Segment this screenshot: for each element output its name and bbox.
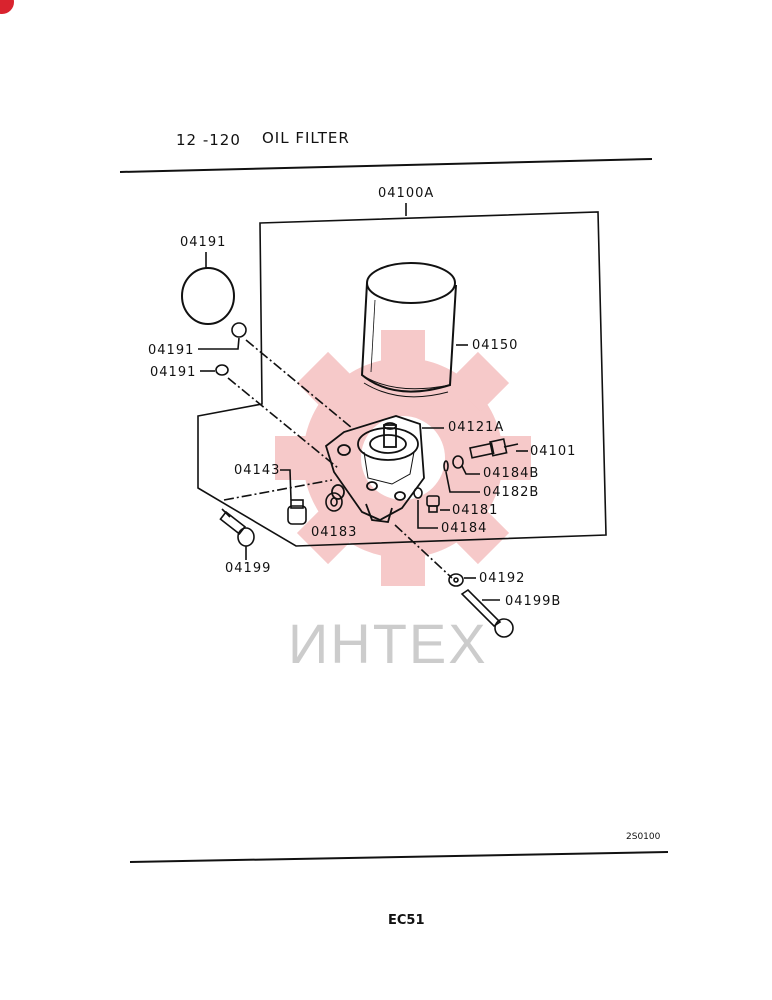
gasket-a-leader — [461, 465, 480, 475]
bolt-right — [460, 588, 514, 638]
nut — [325, 492, 343, 512]
filter-cartridge — [360, 262, 457, 398]
label-gasket-b: 04182B — [483, 485, 540, 500]
label-assembly: 04100A — [378, 186, 435, 201]
label-nut: 04183 — [311, 525, 358, 540]
assembly-boundary — [197, 211, 607, 547]
o-ring-upper-leader — [198, 337, 240, 350]
label-gasket-c: 04184 — [441, 521, 488, 536]
label-head: 04121A — [448, 420, 505, 435]
label-bolt-left: 04199 — [225, 561, 272, 576]
label-plug: 04181 — [452, 503, 499, 518]
label-oring-upper: 04191 — [148, 343, 195, 358]
gasket-c — [413, 487, 423, 499]
gasket-b — [443, 460, 449, 472]
bolt-left — [219, 508, 255, 547]
label-gasket-a: 04184B — [483, 466, 540, 481]
label-bolt-right: 04199B — [505, 594, 562, 609]
label-washer: 04192 — [479, 571, 526, 586]
axis-cartridge — [245, 339, 353, 429]
footer-rule — [129, 851, 669, 863]
page-title: OIL FILTER — [262, 129, 350, 147]
header-rule — [119, 158, 653, 173]
label-large-plug: 04143 — [234, 463, 281, 478]
gasket-c-leader — [417, 500, 438, 529]
axis-plug — [223, 479, 333, 501]
washer-hole — [453, 577, 459, 583]
axis-bolt — [394, 524, 453, 579]
plug — [426, 495, 440, 513]
label-cartridge: 04150 — [472, 338, 519, 353]
washer — [448, 573, 464, 587]
small-o-ring-upper — [231, 322, 247, 338]
gasket-a — [452, 455, 464, 469]
sender-unit — [469, 438, 519, 459]
small-o-ring-lower — [215, 364, 229, 376]
label-sender: 04101 — [530, 444, 577, 459]
watermark-text: ИНТЕХ — [288, 612, 488, 675]
section-number: 12 -120 — [176, 131, 241, 149]
large-o-ring — [181, 267, 235, 325]
page-label: EC51 — [388, 913, 425, 928]
filter-head — [324, 415, 425, 523]
label-oring-large: 04191 — [180, 235, 227, 250]
axis-lower — [227, 377, 339, 469]
diagram-code: 2S0100 — [626, 832, 661, 842]
gasket-b-leader — [445, 471, 480, 493]
large-plug — [287, 499, 307, 525]
large-plug-leader — [280, 469, 292, 501]
label-oring-lower: 04191 — [150, 365, 197, 380]
